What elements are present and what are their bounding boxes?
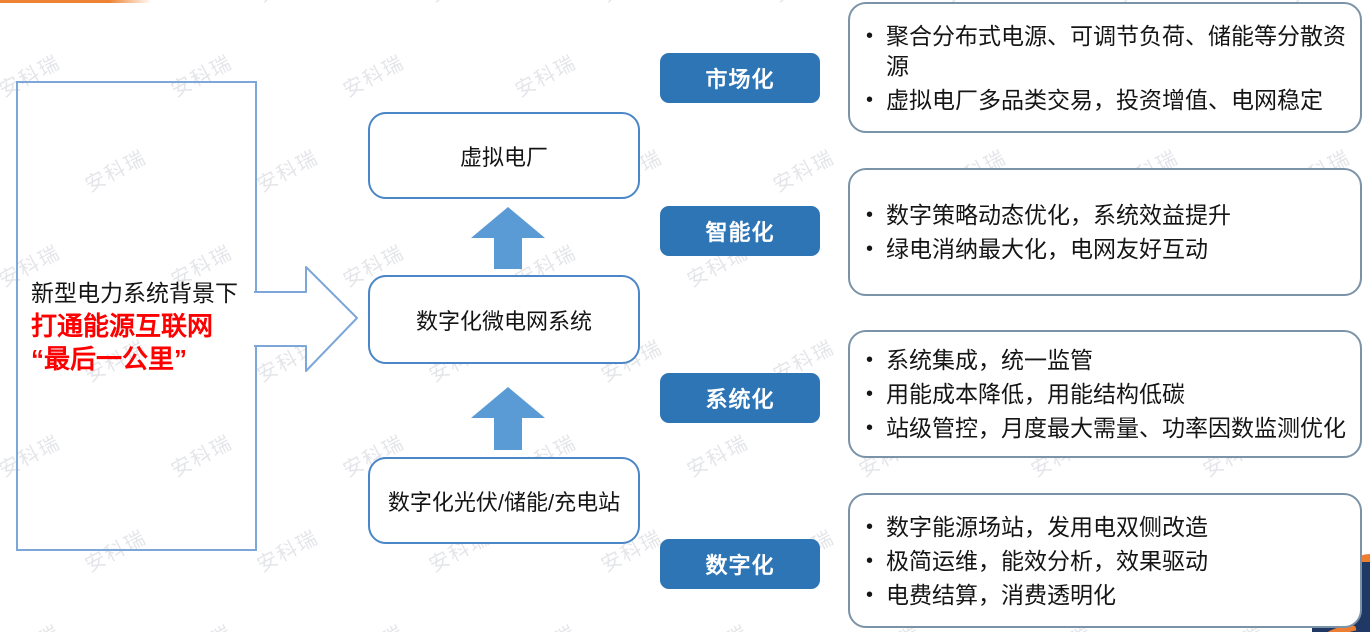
bullet-item: 绿电消纳最大化，电网友好互动: [864, 234, 1352, 264]
watermark-text: 安科瑞: [165, 616, 237, 632]
watermark-text: 安科瑞: [681, 616, 753, 632]
bullet-list: 聚合分布式电源、可调节负荷、储能等分散资源虚拟电厂多品类交易，投资增值、电网稳定: [864, 17, 1352, 119]
context-line-3: “最后一公里”: [31, 344, 188, 374]
watermark-text: 安科瑞: [423, 0, 495, 8]
bullet-list: 数字策略动态优化，系统效益提升绿电消纳最大化，电网友好互动: [864, 196, 1352, 268]
watermark-text: 安科瑞: [683, 431, 753, 482]
watermark-text: 安科瑞: [253, 526, 323, 577]
bullet-item: 数字能源场站，发用电双侧改造: [864, 512, 1352, 542]
watermark-text: 安科瑞: [767, 0, 839, 8]
bullet-item: 虚拟电厂多品类交易，投资增值、电网稳定: [864, 85, 1352, 115]
panel-intelligence: 数字策略动态优化，系统效益提升绿电消纳最大化，电网友好互动: [848, 168, 1362, 296]
watermark-text: 安科瑞: [339, 51, 409, 102]
bullet-item: 站级管控，月度最大需量、功率因数监测优化: [864, 413, 1352, 443]
pv-storage-charging-box: 数字化光伏/储能/充电站: [368, 457, 640, 544]
tag-intelligence: 智能化: [660, 206, 820, 256]
bullet-item: 系统集成，统一监管: [864, 345, 1352, 375]
watermark-text: 安科瑞: [337, 616, 409, 632]
context-line-1: 新型电力系统背景下: [31, 280, 238, 306]
bullet-item: 用能成本降低，用能结构低碳: [864, 379, 1352, 409]
context-line-2: 打通能源互联网: [31, 311, 214, 341]
watermark-text: 安科瑞: [511, 51, 581, 102]
panel-digitalization: 数字能源场站，发用电双侧改造极简运维，能效分析，效果驱动电费结算，消费透明化: [848, 493, 1362, 628]
watermark-text: 安科瑞: [0, 616, 65, 632]
watermark-text: 安科瑞: [253, 146, 323, 197]
virtual-power-plant-box: 虚拟电厂: [368, 112, 640, 199]
bullet-item: 聚合分布式电源、可调节负荷、储能等分散资源: [864, 21, 1352, 81]
top-accent-bar: [0, 0, 152, 3]
bullet-list: 系统集成，统一监管用能成本降低，用能结构低碳站级管控，月度最大需量、功率因数监测…: [864, 341, 1352, 447]
bullet-item: 极简运维，能效分析，效果驱动: [864, 546, 1352, 576]
watermark-text: 安科瑞: [509, 616, 581, 632]
watermark-text: 安科瑞: [251, 0, 323, 8]
digital-microgrid-box: 数字化微电网系统: [368, 275, 640, 364]
tag-systematization: 系统化: [660, 373, 820, 423]
context-text: 新型电力系统背景下 打通能源互联网 “最后一公里”: [31, 276, 238, 376]
tag-marketization: 市场化: [660, 53, 820, 103]
bullet-list: 数字能源场站，发用电双侧改造极简运维，能效分析，效果驱动电费结算，消费透明化: [864, 508, 1352, 614]
panel-systematization: 系统集成，统一监管用能成本降低，用能结构低碳站级管控，月度最大需量、功率因数监测…: [848, 330, 1362, 458]
bullet-item: 数字策略动态优化，系统效益提升: [864, 200, 1352, 230]
tag-digitalization: 数字化: [660, 539, 820, 589]
panel-marketization: 聚合分布式电源、可调节负荷、储能等分散资源虚拟电厂多品类交易，投资增值、电网稳定: [848, 2, 1362, 133]
watermark-text: 安科瑞: [769, 146, 839, 197]
watermark-text: 安科瑞: [595, 0, 667, 8]
bullet-item: 电费结算，消费透明化: [864, 580, 1352, 610]
watermark-text: 安科瑞: [253, 336, 323, 387]
